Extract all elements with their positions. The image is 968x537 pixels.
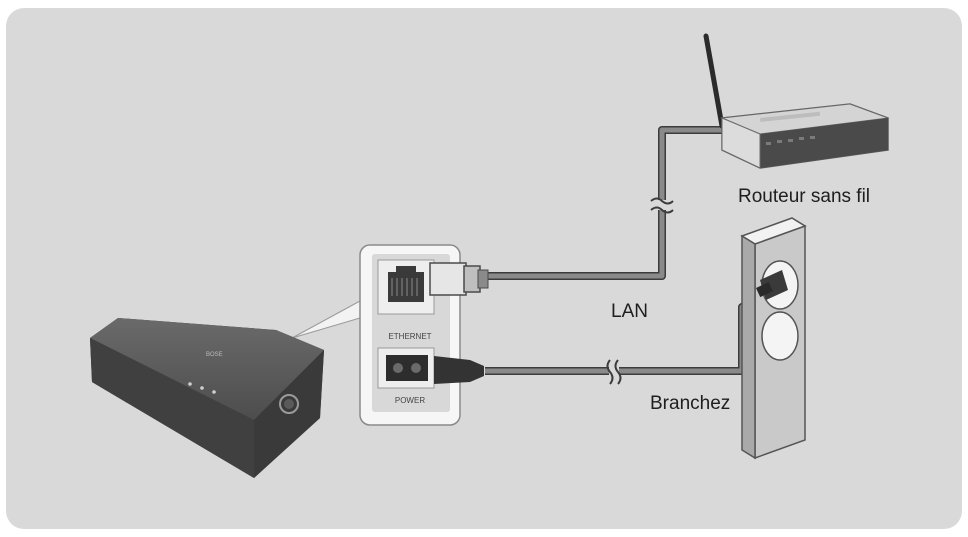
- power-label: POWER: [395, 396, 425, 405]
- power-plug: [434, 356, 484, 384]
- wireless-router-icon: [703, 33, 889, 169]
- ethernet-label: ETHERNET: [388, 332, 431, 341]
- plug-label: Branchez: [650, 393, 731, 414]
- power-port-icon: [377, 347, 435, 389]
- connector-panel: ETHERNET POWER: [359, 244, 489, 426]
- lan-cable: [478, 126, 735, 280]
- break-mark-icon: [606, 359, 622, 385]
- router-label: Routeur sans fil: [738, 186, 871, 207]
- break-mark-icon: [650, 197, 674, 214]
- ethernet-plug: [429, 262, 489, 296]
- wall-outlet-icon: [740, 217, 807, 460]
- speaker-icon: BOSE: [90, 318, 324, 478]
- speaker-logo: BOSE: [206, 352, 223, 358]
- lan-label: LAN: [611, 301, 648, 322]
- ethernet-port-icon: [377, 259, 435, 315]
